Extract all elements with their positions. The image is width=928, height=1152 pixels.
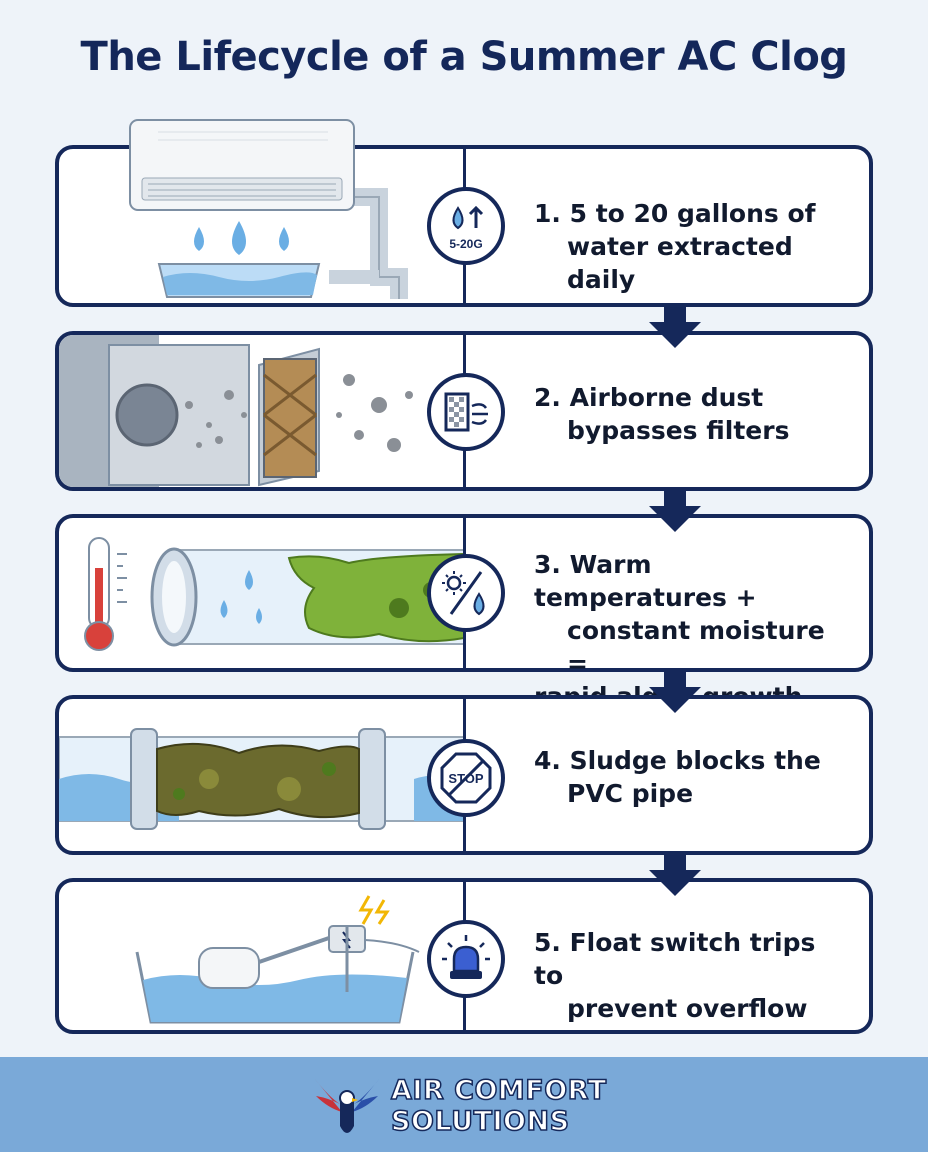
float-switch-illustration [59,882,464,1030]
step-5-text: 5. Float switch trips to prevent overflo… [534,928,816,1023]
ac-indoor-unit-icon [129,119,355,211]
stop-sign-icon: STOP [427,739,505,817]
step-4-panel: STOP 4. Sludge blocks the PVC pipe [55,695,873,855]
alarm-light-icon [427,920,505,998]
page-title: The Lifecycle of a Summer AC Clog [80,34,848,80]
footer-banner [0,1057,928,1152]
step-4-text: 4. Sludge blocks the PVC pipe [534,746,821,808]
step-2-text: 2. Airborne dust bypasses filters [534,383,790,445]
flow-arrow-1 [649,322,701,348]
flow-arrow-2-stem [664,491,686,507]
filter-airflow-icon [427,373,505,451]
eagle-logo-icon [314,1078,380,1133]
water-drop-up-arrow-icon: 5-20G [427,187,505,265]
flow-arrow-2 [649,506,701,532]
sun-percent-drop-icon [427,554,505,632]
sludge-pipe-illustration [59,699,464,851]
flow-arrow-1-stem [664,307,686,323]
brand-name: AIR COMFORT SOLUTIONS [390,1074,607,1138]
flow-arrow-3 [649,687,701,713]
step-1-text: 1. 5 to 20 gallons of water extracted da… [534,199,816,294]
algae-pipe-illustration [59,518,464,668]
flow-arrow-3-stem [664,672,686,688]
flow-arrow-4 [649,870,701,896]
step-1-panel: 5-20G 1. 5 to 20 gallons of water extrac… [55,145,873,307]
step-2-panel: 2. Airborne dust bypasses filters [55,331,873,491]
flow-arrow-4-stem [664,855,686,871]
step-5-panel: 5. Float switch trips to prevent overflo… [55,878,873,1034]
dust-filter-illustration [59,335,464,487]
ac-unit-illustration [59,149,464,303]
step-3-panel: 3. Warm temperatures + constant moisture… [55,514,873,711]
icon-label-5-20g: 5-20G [449,237,482,251]
